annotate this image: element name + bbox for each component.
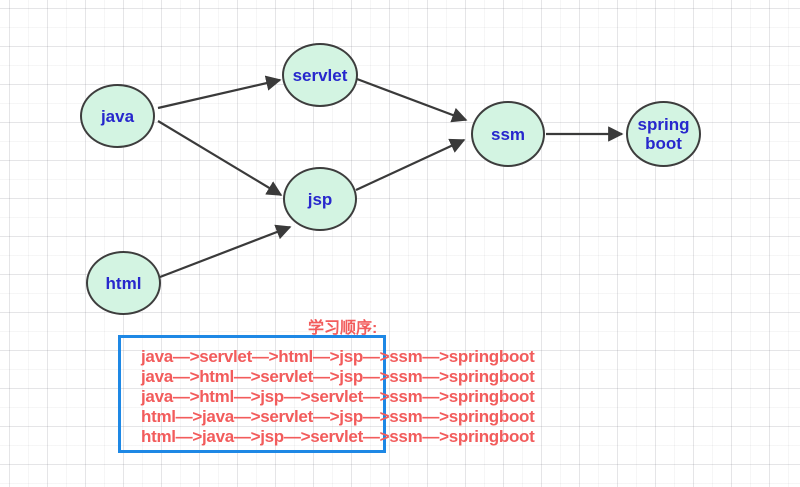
path-line-2: java—>html—>servlet—>jsp—>ssm—>springboo… (141, 367, 535, 386)
node-java-label: java (100, 106, 135, 126)
node-ssm[interactable]: ssm (471, 101, 545, 167)
edge-jsp-ssm (355, 138, 466, 191)
path-line-5: html—>java—>jsp—>servlet—>ssm—>springboo… (141, 427, 535, 446)
node-html-label: html (105, 273, 142, 293)
learning-order-title: 学习顺序: (308, 320, 378, 337)
edge-html-jsp (159, 224, 292, 279)
node-servlet[interactable]: servlet (282, 43, 358, 107)
learning-order-paths: java—>servlet—>html—>jsp—>ssm—>springboo… (141, 347, 535, 447)
node-jsp-label: jsp (307, 189, 333, 209)
node-html[interactable]: html (86, 251, 161, 315)
path-line-3: java—>html—>jsp—>servlet—>ssm—>springboo… (141, 387, 535, 406)
node-ssm-label: ssm (490, 124, 526, 144)
node-servlet-label: servlet (292, 65, 348, 85)
edge-servlet-ssm (356, 77, 468, 123)
edge-java-servlet (157, 75, 282, 110)
node-springboot[interactable]: spring boot (626, 101, 701, 167)
node-java[interactable]: java (80, 84, 155, 148)
learning-order-box[interactable] (118, 335, 386, 453)
path-line-4: html—>java—>servlet—>jsp—>ssm—>springboo… (141, 407, 535, 426)
node-jsp[interactable]: jsp (283, 167, 357, 231)
node-springboot-label: spring boot (637, 115, 690, 153)
edge-java-jsp (157, 120, 283, 196)
path-line-1: java—>servlet—>html—>jsp—>ssm—>springboo… (141, 347, 535, 366)
